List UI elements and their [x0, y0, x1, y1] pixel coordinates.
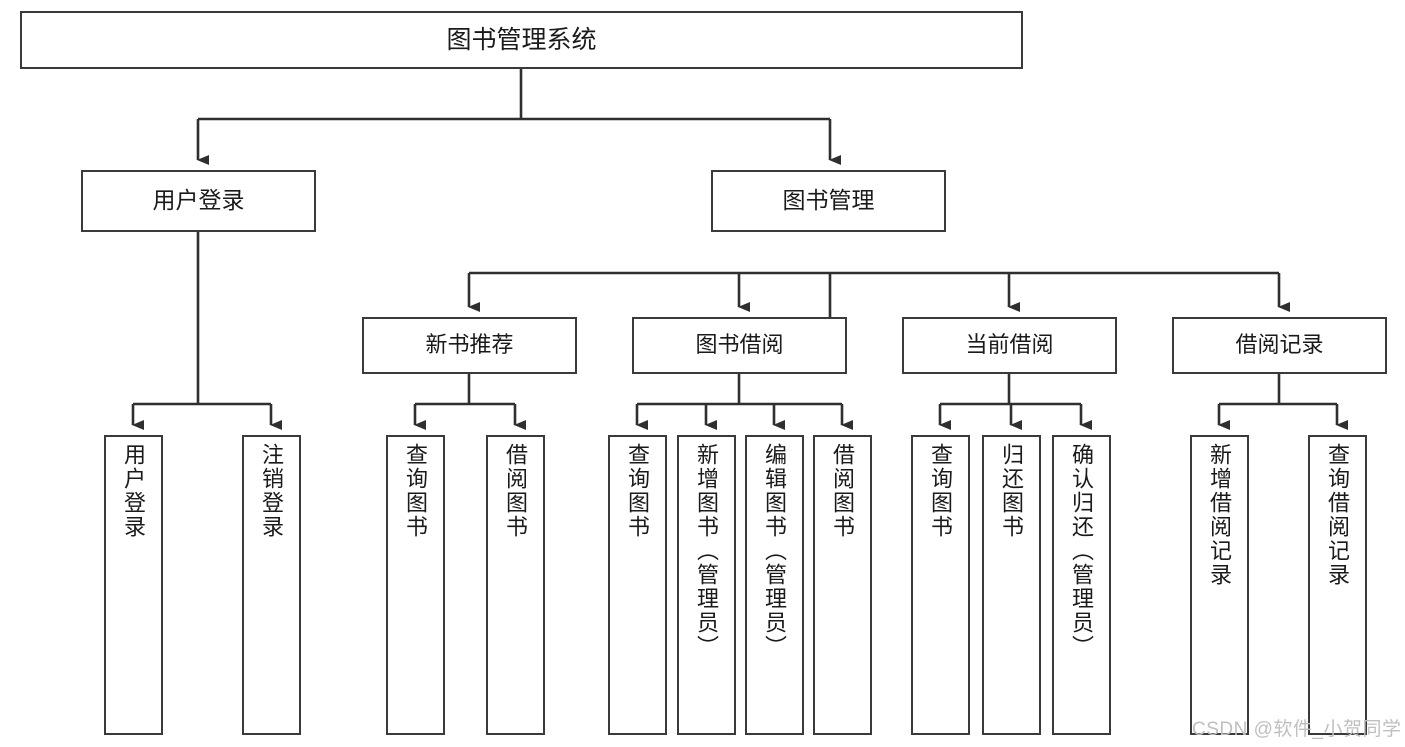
node-leaf-edit-book[interactable]: 编辑图书（管理员） — [745, 435, 804, 735]
node-label: 查询图书 — [403, 443, 429, 539]
node-leaf-query-book-3[interactable]: 查询图书 — [911, 435, 970, 735]
node-user-login[interactable]: 用户登录 — [81, 170, 316, 232]
node-root[interactable]: 图书管理系统 — [20, 11, 1023, 69]
node-label: 确认归还（管理员） — [1069, 443, 1095, 659]
node-leaf-borrow-book-2[interactable]: 借阅图书 — [813, 435, 872, 735]
node-book-manage[interactable]: 图书管理 — [711, 170, 946, 232]
node-label: 图书管理 — [782, 187, 875, 214]
node-leaf-query-book-2[interactable]: 查询图书 — [608, 435, 667, 735]
node-leaf-query-book-1[interactable]: 查询图书 — [386, 435, 445, 735]
node-leaf-add-record[interactable]: 新增借阅记录 — [1190, 435, 1249, 735]
node-label: 查询图书 — [625, 443, 651, 539]
node-label: 借阅记录 — [1235, 332, 1324, 358]
node-label: 借阅图书 — [830, 443, 856, 539]
node-label: 当前借阅 — [965, 332, 1054, 358]
csdn-watermark: CSDN @软件_小贺同学 — [1192, 719, 1402, 740]
node-label: 新增借阅记录 — [1207, 443, 1233, 587]
node-leaf-return-book[interactable]: 归还图书 — [982, 435, 1041, 735]
node-leaf-add-book[interactable]: 新增图书（管理员） — [677, 435, 736, 735]
node-new-book-rec[interactable]: 新书推荐 — [362, 317, 577, 374]
node-leaf-user-login[interactable]: 用户登录 — [104, 435, 163, 735]
node-label: 注销登录 — [259, 443, 285, 539]
node-leaf-query-record[interactable]: 查询借阅记录 — [1308, 435, 1367, 735]
node-label: 归还图书 — [999, 443, 1025, 539]
node-current-borrow[interactable]: 当前借阅 — [902, 317, 1117, 374]
node-leaf-logout[interactable]: 注销登录 — [242, 435, 301, 735]
node-book-borrow[interactable]: 图书借阅 — [632, 317, 847, 374]
node-label: 查询借阅记录 — [1325, 443, 1351, 587]
node-label: 借阅图书 — [503, 443, 529, 539]
node-leaf-borrow-book-1[interactable]: 借阅图书 — [486, 435, 545, 735]
node-label: 新书推荐 — [425, 332, 514, 358]
node-leaf-confirm-return[interactable]: 确认归还（管理员） — [1052, 435, 1111, 735]
node-borrow-record[interactable]: 借阅记录 — [1172, 317, 1387, 374]
node-label: 编辑图书（管理员） — [762, 443, 788, 659]
node-label: 用户登录 — [121, 443, 147, 539]
node-label: 图书管理系统 — [446, 26, 597, 54]
node-label: 新增图书（管理员） — [694, 443, 720, 659]
node-label: 查询图书 — [928, 443, 954, 539]
node-label: 用户登录 — [152, 187, 245, 214]
node-label: 图书借阅 — [695, 332, 784, 358]
